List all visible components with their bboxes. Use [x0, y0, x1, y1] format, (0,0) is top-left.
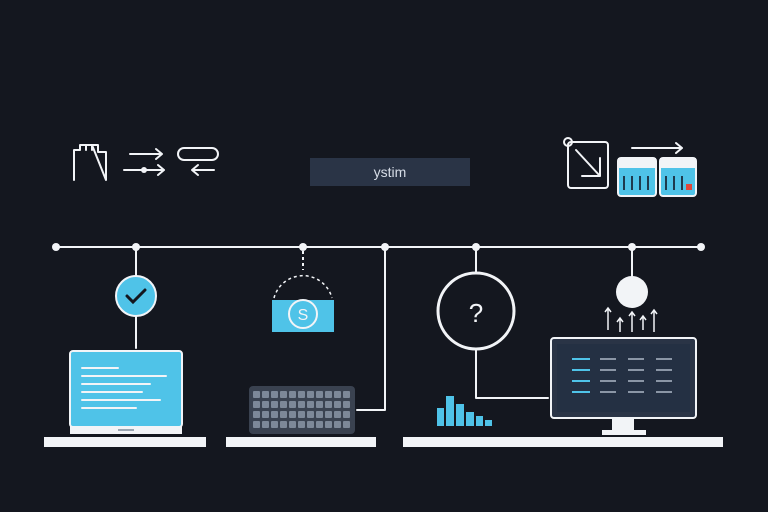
- keyboard-key: [280, 421, 287, 428]
- coin-symbol: S: [298, 307, 309, 324]
- keyboard-key: [253, 401, 260, 408]
- hand-icon: [73, 144, 107, 181]
- arrow-right-icon: [631, 142, 683, 154]
- crop-icon: [563, 137, 609, 189]
- keyboard-key: [343, 401, 350, 408]
- keyboard-key: [289, 421, 296, 428]
- monitor-row-dash: [656, 380, 672, 382]
- keyboard-key: [334, 401, 341, 408]
- toggle-icon: [177, 147, 219, 176]
- keyboard-key: [334, 391, 341, 398]
- question-symbol: ?: [469, 298, 483, 328]
- keyboard-key: [271, 421, 278, 428]
- keyboard-key: [343, 391, 350, 398]
- keyboard-key: [262, 391, 269, 398]
- keyboard-key: [262, 411, 269, 418]
- keyboard-key: [325, 421, 332, 428]
- keyboard-key: [280, 411, 287, 418]
- bar-chart-icon: [437, 396, 492, 426]
- monitor-row-dash: [572, 380, 590, 382]
- keyboard-key: [289, 401, 296, 408]
- keyboard-key: [262, 401, 269, 408]
- shelf-middle: [226, 437, 376, 447]
- monitor-row-dash: [572, 358, 590, 360]
- status-node: [604, 246, 658, 332]
- monitor-row-dash: [600, 391, 616, 393]
- keyboard-key: [343, 421, 350, 428]
- monitor-row-dash: [656, 391, 672, 393]
- monitor-row-dash: [600, 358, 616, 360]
- coin-node: [272, 251, 334, 332]
- check-node: [115, 246, 157, 349]
- keyboard-icon: [249, 386, 355, 434]
- keyboard-key: [271, 411, 278, 418]
- monitor-row-dash: [572, 391, 590, 393]
- coin-icon: [288, 299, 318, 329]
- keyboard-key: [316, 391, 323, 398]
- table-card-icon: [617, 157, 697, 197]
- keyboard-key: [253, 391, 260, 398]
- monitor-row-dash: [656, 358, 672, 360]
- keyboard-key: [307, 401, 314, 408]
- monitor-row-dash: [628, 391, 644, 393]
- keyboard-key: [334, 411, 341, 418]
- monitor-row-dash: [656, 369, 672, 371]
- keyboard-key: [298, 411, 305, 418]
- keyboard-key: [316, 411, 323, 418]
- question-node: [436, 246, 549, 399]
- keyboard-key: [289, 391, 296, 398]
- keyboard-key: [253, 421, 260, 428]
- keyboard-key: [271, 401, 278, 408]
- arrows-icon: [123, 148, 165, 176]
- check-icon: [125, 288, 147, 305]
- keyboard-key: [316, 401, 323, 408]
- keyboard-key: [325, 391, 332, 398]
- keyboard-key: [280, 401, 287, 408]
- monitor-row-dash: [628, 380, 644, 382]
- keyboard-key: [307, 411, 314, 418]
- laptop-icon: [69, 350, 183, 434]
- up-arrows-icon: [604, 306, 658, 332]
- keyboard-key: [334, 421, 341, 428]
- keyboard-key: [343, 411, 350, 418]
- shelf-left: [44, 437, 206, 447]
- monitor-icon: [550, 337, 697, 435]
- keyboard-key: [253, 411, 260, 418]
- keyboard-key: [289, 411, 296, 418]
- center-label: ystim: [310, 158, 470, 186]
- keyboard-key: [325, 401, 332, 408]
- keyboard-key: [316, 421, 323, 428]
- monitor-row-dash: [572, 369, 590, 371]
- keyboard-key: [307, 391, 314, 398]
- shelf-right: [403, 437, 723, 447]
- keyboard-key: [271, 391, 278, 398]
- keyboard-key: [298, 421, 305, 428]
- keyboard-key: [298, 391, 305, 398]
- keyboard-key: [280, 391, 287, 398]
- keyboard-key: [307, 421, 314, 428]
- keyboard-key: [325, 411, 332, 418]
- timeline: [52, 243, 705, 251]
- status-dot-icon: [616, 276, 648, 308]
- monitor-row-dash: [628, 358, 644, 360]
- monitor-row-dash: [628, 369, 644, 371]
- keyboard-key: [298, 401, 305, 408]
- keyboard-key: [262, 421, 269, 428]
- monitor-row-dash: [600, 380, 616, 382]
- monitor-row-dash: [600, 369, 616, 371]
